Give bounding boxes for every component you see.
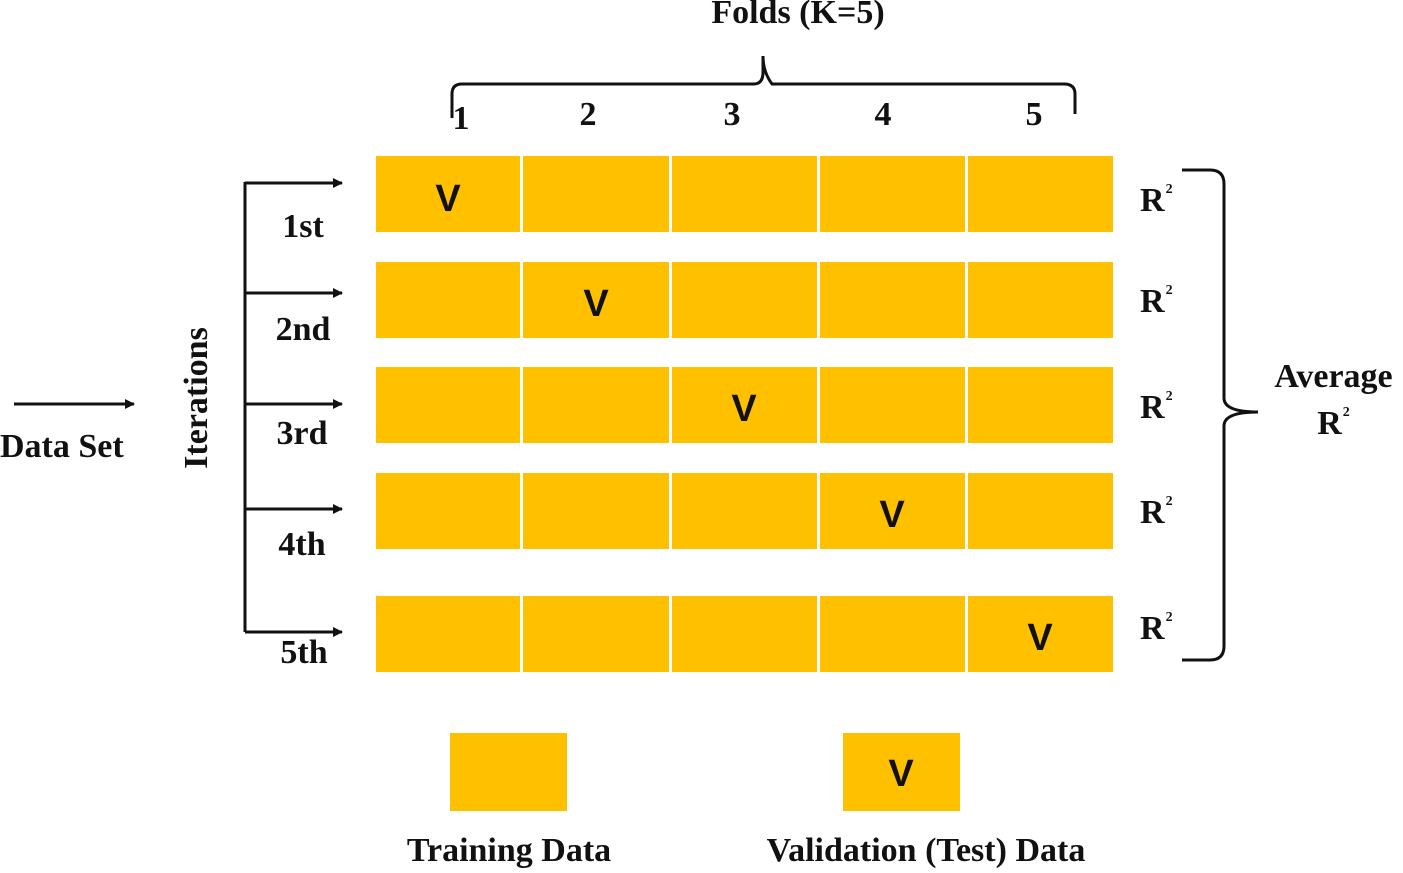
- fold-cell-validation: [968, 596, 1113, 672]
- average-r-squared-base: R: [1317, 405, 1342, 442]
- validation-mark: V: [435, 178, 461, 220]
- fold-cell-training: [376, 367, 520, 443]
- fold-cell-training: [523, 156, 669, 232]
- folds-title: Folds (K=5): [711, 0, 885, 31]
- validation-mark: V: [879, 494, 905, 536]
- iteration-label-5: 5th: [280, 634, 328, 671]
- iteration-label-2: 2nd: [275, 311, 331, 348]
- fold-cell-validation: [820, 473, 965, 549]
- r-squared-base: R: [1140, 389, 1165, 426]
- fold-cell-training: [672, 262, 817, 338]
- fold-cell-training: [820, 367, 965, 443]
- validation-mark: V: [731, 388, 757, 430]
- fold-cell-validation: [523, 262, 669, 338]
- fold-number-5: 5: [1025, 96, 1043, 133]
- validation-mark: V: [1027, 617, 1053, 659]
- validation-mark: V: [583, 283, 609, 325]
- fold-cell-validation: [672, 367, 817, 443]
- iteration-label-1: 1st: [282, 208, 324, 245]
- r-squared-base: R: [1140, 182, 1165, 219]
- fold-cell-training: [672, 156, 817, 232]
- r-squared-label: R2: [1140, 390, 1173, 425]
- iteration-label-4: 4th: [278, 526, 326, 563]
- r-squared-exponent: 2: [1165, 283, 1173, 298]
- fold-cell-training: [968, 367, 1113, 443]
- r-squared-label: R2: [1140, 495, 1173, 530]
- legend-validation-label: Validation (Test) Data: [766, 832, 1086, 869]
- average-r-squared: R2: [1264, 406, 1403, 441]
- fold-cell-training: [376, 596, 520, 672]
- legend-training-swatch: [450, 733, 567, 811]
- fold-cell-training: [672, 596, 817, 672]
- r-squared-exponent: 2: [1165, 610, 1173, 625]
- legend-validation-swatch: [843, 733, 960, 811]
- folds-brace: [450, 55, 1077, 118]
- fold-cell-training: [523, 596, 669, 672]
- fold-cell-training: [820, 262, 965, 338]
- fold-cell-training: [968, 156, 1113, 232]
- average-r-squared-exponent: 2: [1342, 405, 1350, 420]
- fold-cell-training: [672, 473, 817, 549]
- legend-validation-mark: V: [888, 753, 914, 795]
- fold-number-1: 1: [452, 100, 470, 137]
- fold-cell-training: [376, 473, 520, 549]
- average-label: Average: [1274, 358, 1393, 395]
- r-squared-exponent: 2: [1165, 389, 1173, 404]
- fold-number-3: 3: [723, 96, 741, 133]
- legend-training-label: Training Data: [406, 832, 612, 869]
- r-squared-exponent: 2: [1165, 494, 1173, 509]
- fold-cell-training: [820, 156, 965, 232]
- fold-cell-training: [523, 473, 669, 549]
- average-brace: [1182, 168, 1259, 662]
- fold-cell-training: [523, 367, 669, 443]
- r-squared-base: R: [1140, 610, 1165, 647]
- fold-cell-training: [376, 262, 520, 338]
- r-squared-base: R: [1140, 283, 1165, 320]
- fold-cell-validation: [376, 156, 520, 232]
- fold-cell-training: [820, 596, 965, 672]
- r-squared-label: R2: [1140, 611, 1173, 646]
- r-squared-label: R2: [1140, 284, 1173, 319]
- iteration-label-3: 3rd: [276, 415, 328, 452]
- fold-number-4: 4: [874, 96, 892, 133]
- fold-number-2: 2: [579, 96, 597, 133]
- data-set-label: Data Set: [0, 428, 124, 465]
- r-squared-exponent: 2: [1165, 182, 1173, 197]
- r-squared-label: R2: [1140, 183, 1173, 218]
- fold-cell-training: [968, 262, 1113, 338]
- fold-cell-training: [968, 473, 1113, 549]
- r-squared-base: R: [1140, 494, 1165, 531]
- iterations-label: Iterations: [178, 327, 215, 469]
